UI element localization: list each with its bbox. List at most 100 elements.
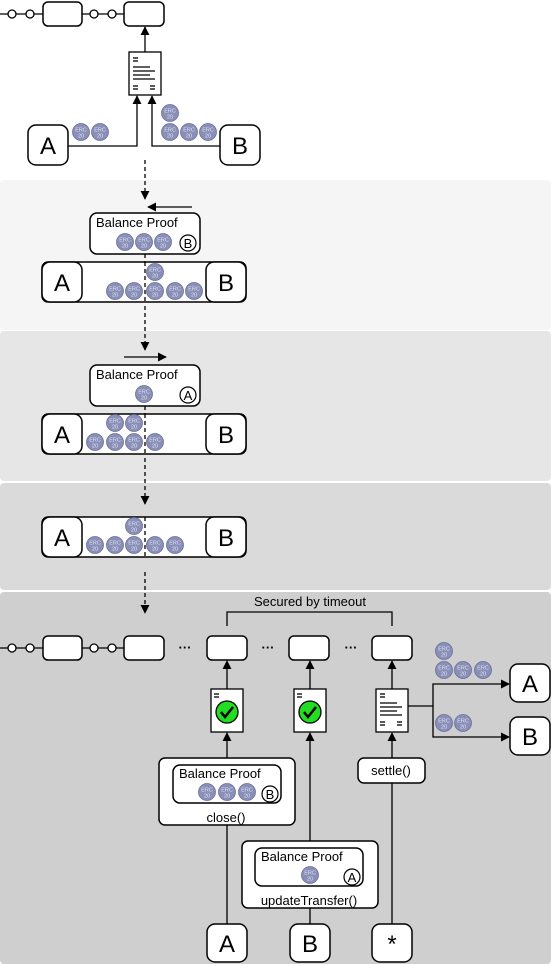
svg-text:ERC: ERC [109, 287, 121, 293]
svg-text:ERC: ERC [221, 788, 233, 794]
party-a-bottom: A [206, 923, 248, 963]
svg-text:B: B [184, 236, 193, 251]
party-b-top: B [219, 124, 261, 166]
svg-text:20: 20 [92, 444, 98, 450]
svg-text:20: 20 [167, 115, 173, 121]
svg-text:A: A [40, 133, 56, 160]
svg-text:ERC: ERC [169, 541, 181, 547]
svg-text:settle(): settle() [371, 763, 411, 778]
svg-text:20: 20 [244, 794, 250, 800]
svg-text:ERC: ERC [164, 109, 176, 115]
svg-text:···: ··· [179, 640, 192, 655]
anyone-party: * [371, 923, 413, 963]
svg-text:ERC: ERC [128, 541, 140, 547]
svg-text:Balance Proof: Balance Proof [261, 849, 343, 864]
svg-text:20: 20 [112, 293, 118, 299]
channel-1: A B [41, 261, 247, 303]
secured-by-timeout-label: Secured by timeout [254, 594, 366, 609]
svg-text:ERC: ERC [149, 438, 161, 444]
party-a-settled: A [509, 663, 551, 703]
update-transfer-call-box: Balance Proof A updateTransfer() [241, 840, 379, 909]
svg-text:ERC: ERC [94, 128, 106, 134]
svg-text:20: 20 [152, 274, 158, 280]
svg-text:20: 20 [131, 425, 137, 431]
svg-text:*: * [387, 931, 396, 958]
svg-text:ERC: ERC [157, 238, 169, 244]
party-b-settled: B [509, 716, 551, 756]
svg-text:20: 20 [441, 672, 447, 678]
svg-text:ERC: ERC [202, 128, 214, 134]
svg-text:A: A [522, 671, 538, 698]
svg-text:A: A [184, 388, 193, 403]
svg-text:B: B [218, 270, 234, 297]
svg-text:20: 20 [122, 244, 128, 250]
svg-text:ERC: ERC [169, 287, 181, 293]
update-contract-icon [293, 688, 327, 733]
svg-text:B: B [218, 422, 234, 449]
svg-text:20: 20 [186, 134, 192, 140]
svg-text:20: 20 [441, 653, 447, 659]
svg-text:A: A [54, 525, 70, 552]
svg-text:20: 20 [204, 794, 210, 800]
svg-text:ERC: ERC [201, 788, 213, 794]
svg-text:20: 20 [152, 444, 158, 450]
svg-text:20: 20 [441, 725, 447, 731]
svg-text:B: B [232, 133, 248, 160]
svg-text:20: 20 [172, 293, 178, 299]
svg-text:ERC: ERC [128, 522, 140, 528]
svg-text:ERC: ERC [128, 419, 140, 425]
svg-text:20: 20 [460, 725, 466, 731]
svg-text:ERC: ERC [119, 238, 131, 244]
contract-document-icon [128, 51, 162, 96]
svg-text:B: B [218, 525, 234, 552]
svg-text:ERC: ERC [75, 128, 87, 134]
svg-text:20: 20 [152, 293, 158, 299]
svg-text:B: B [266, 787, 275, 802]
svg-text:ERC: ERC [109, 438, 121, 444]
svg-text:20: 20 [191, 293, 197, 299]
svg-text:B: B [522, 724, 538, 751]
svg-text:20: 20 [78, 134, 84, 140]
svg-text:20: 20 [112, 547, 118, 553]
svg-text:ERC: ERC [149, 268, 161, 274]
svg-text:close(): close() [206, 810, 245, 825]
svg-text:20: 20 [97, 134, 103, 140]
svg-text:B: B [302, 931, 318, 958]
svg-text:20: 20 [480, 672, 486, 678]
svg-text:ERC: ERC [183, 128, 195, 134]
svg-text:ERC: ERC [241, 788, 253, 794]
svg-text:ERC: ERC [438, 647, 450, 653]
svg-text:Balance Proof: Balance Proof [96, 367, 178, 382]
svg-text:20: 20 [112, 425, 118, 431]
svg-text:20: 20 [131, 528, 137, 534]
svg-text:ERC: ERC [438, 666, 450, 672]
svg-text:20: 20 [160, 244, 166, 250]
settle-call-box: settle() [357, 757, 426, 784]
svg-text:ERC: ERC [109, 541, 121, 547]
